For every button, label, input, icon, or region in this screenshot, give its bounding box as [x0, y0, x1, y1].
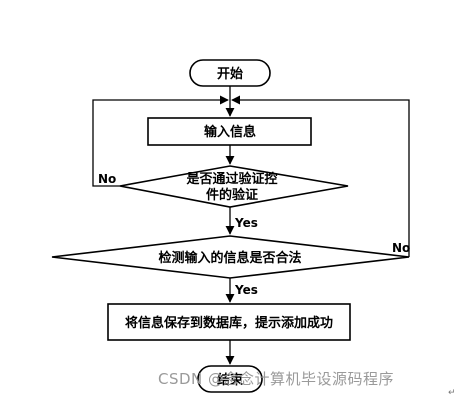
- input-process-label: 输入信息: [204, 124, 256, 140]
- decision-legality-label: 检测输入的信息是否合法: [158, 250, 301, 266]
- decision2-no-label: No: [392, 241, 410, 255]
- decision2-yes-label: Yes: [234, 283, 258, 297]
- save-process-label: 将信息保存到数据库，提示添加成功: [125, 315, 333, 331]
- csdn-watermark: CSDN @念念计算机毕设源码程序: [158, 370, 395, 388]
- decision1-no-label: No: [98, 172, 116, 186]
- paragraph-return-mark: ↵: [448, 388, 456, 398]
- loop-decision1-no: [92, 95, 229, 187]
- decision-validation-label-line1: 是否通过验证控: [185, 171, 277, 187]
- end-label: 结束: [217, 372, 244, 388]
- decision1-yes-label: Yes: [234, 216, 258, 230]
- loop-decision2-no: [231, 95, 410, 257]
- decision-validation-label-line2: 件的验证: [206, 187, 258, 203]
- input-process-box: [147, 117, 312, 146]
- end-terminal: [197, 365, 263, 393]
- save-process-box: [107, 303, 351, 341]
- start-label: 开始: [217, 66, 243, 82]
